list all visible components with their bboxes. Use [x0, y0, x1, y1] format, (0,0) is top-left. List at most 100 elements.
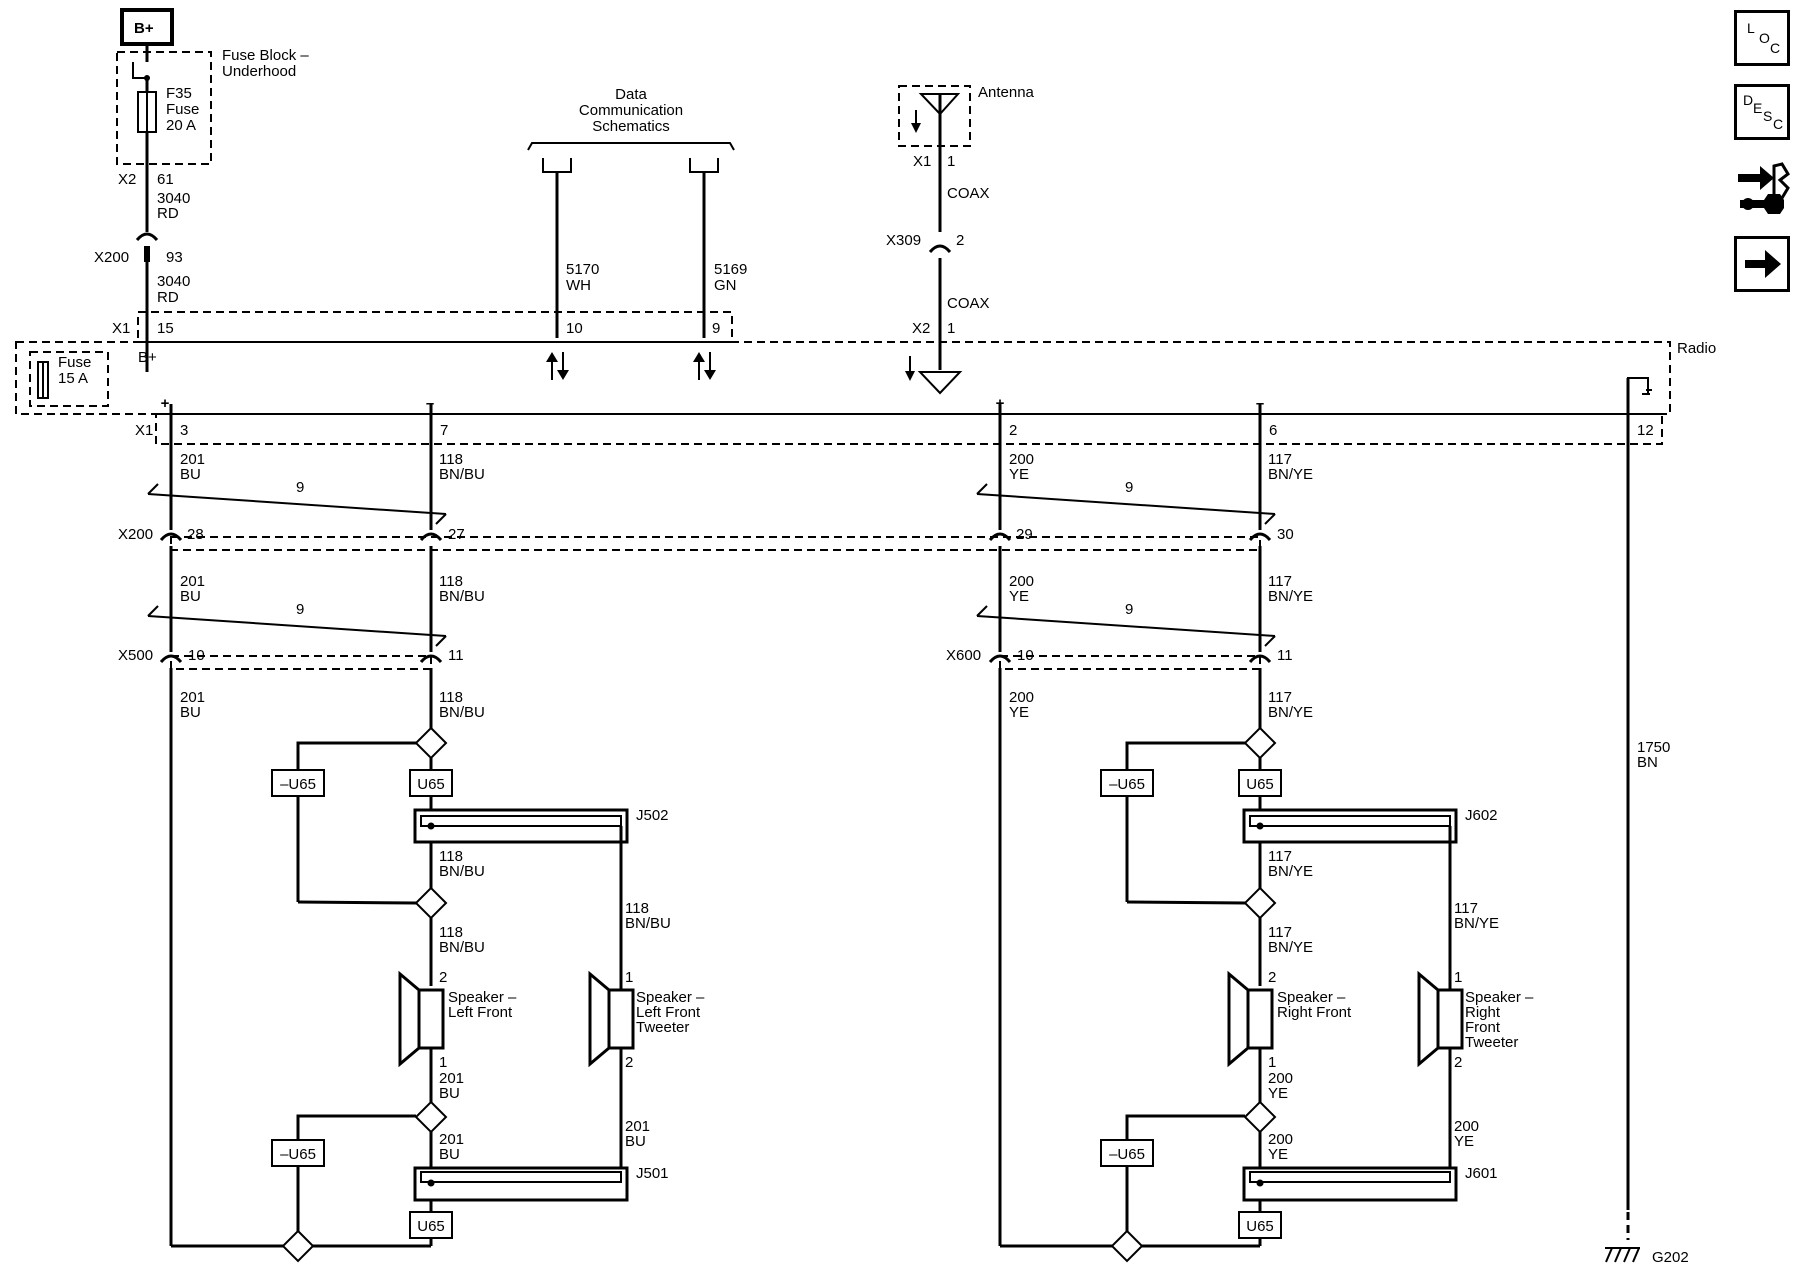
x309-label: X309	[886, 232, 921, 249]
right-pos-x1-pin: 2	[1009, 422, 1017, 439]
twisted-pair-icon	[976, 483, 1276, 525]
right-neg-circuit-5: 117	[1268, 924, 1292, 941]
right-pos-circuit-5: 200	[1268, 1131, 1293, 1148]
x1-pin-10: 10	[566, 320, 583, 337]
right-pos-circuit-4: 200	[1268, 1070, 1293, 1087]
fuse-block-label-2: Underhood	[222, 63, 296, 80]
desc-letter-1: D	[1743, 92, 1753, 108]
left-neg-circuit-3: 118	[439, 689, 463, 706]
left-splice-pack-top-inner	[420, 815, 622, 827]
left-neg-x200-pin: 27	[448, 526, 465, 543]
right-speaker-pin-bot: 1	[1268, 1054, 1276, 1071]
antenna-circuit: Antenna X1 1 COAX X309 2 COAX X2 1	[886, 84, 1035, 395]
left-tweeter-circuit-bot: 201	[625, 1118, 650, 1135]
fuse-f35-rating: 20 A	[166, 117, 196, 134]
left-option-2	[409, 1211, 453, 1239]
left-pos-splice-diamond-1	[414, 1100, 448, 1134]
x200-connector-box	[170, 536, 1261, 551]
circuit-5169-color: GN	[714, 277, 737, 294]
right-pos-color-2: YE	[1009, 588, 1029, 605]
ground-g202-label: G202	[1652, 1249, 1689, 1266]
left-speaker-name-1: Speaker –	[448, 989, 517, 1006]
left-neg-x500-pin: 11	[448, 647, 464, 664]
x500-connector-label: X500	[118, 647, 153, 664]
radio-x1-bottom-box	[155, 413, 1663, 445]
circuit-3040-b-color: RD	[157, 289, 179, 306]
right-plus-sign: +	[996, 395, 1005, 412]
left-twist-2: 9	[296, 601, 304, 618]
antenna-label: Antenna	[978, 84, 1035, 101]
left-plus-sign: +	[161, 395, 170, 412]
x500-connector-box	[170, 655, 432, 670]
right-splice-bot-label: J601	[1465, 1165, 1498, 1182]
left-splice-pack-bottom-inner	[420, 1171, 622, 1183]
right-twist-1: 9	[1125, 479, 1133, 496]
location-button[interactable]: L O C	[1734, 10, 1790, 66]
right-pos-splice-diamond-2	[1110, 1229, 1144, 1263]
radio-fuse-label: Fuse	[58, 354, 91, 371]
circuit-5169: 5169	[714, 261, 747, 278]
left-neg-splice-diamond-1	[414, 726, 448, 760]
left-pos-circuit-1: 201	[180, 451, 205, 468]
antenna-input-icon	[917, 371, 963, 395]
left-pos-color-3: BU	[180, 704, 201, 721]
right-neg-circuit-3: 117	[1268, 689, 1292, 706]
radio-ground-icon	[1627, 377, 1649, 394]
ground-circuit-color: BN	[1637, 754, 1658, 771]
right-pos-color-4: YE	[1268, 1085, 1288, 1102]
left-opt-1: U65	[417, 776, 445, 793]
data-comm-title-2: Communication	[579, 102, 683, 119]
x200-connector-label: X200	[118, 526, 153, 543]
loc-letter-2: O	[1759, 30, 1770, 46]
right-speaker-name-1: Speaker –	[1277, 989, 1346, 1006]
left-neg-color-3: BN/BU	[439, 704, 485, 721]
data-comm-title-1: Data	[615, 86, 647, 103]
connector-diagnostic-button[interactable]	[1734, 158, 1790, 222]
right-pos-x600-pin: 10	[1017, 647, 1034, 664]
right-splice-pack-top-inner	[1249, 815, 1451, 827]
left-splice-top-label: J502	[636, 807, 669, 824]
right-pos-circuit-3: 200	[1009, 689, 1034, 706]
x600-connector-label: X600	[946, 647, 981, 664]
right-minus-sign: –	[1256, 395, 1264, 412]
left-twist-1: 9	[296, 479, 304, 496]
right-opt-neg-2: –U65	[1109, 1146, 1145, 1163]
left-neg-color-5: BN/BU	[439, 939, 485, 956]
right-neg-color-4: BN/YE	[1268, 863, 1313, 880]
right-neg-splice-diamond-2	[1243, 886, 1277, 920]
description-button[interactable]: D E S C	[1734, 84, 1790, 140]
right-tweeter-name-4: Tweeter	[1465, 1034, 1518, 1051]
shared-connectors: X200 X500 X600	[118, 526, 1261, 664]
ground-circuit-number: 1750	[1637, 739, 1670, 756]
left-neg-color-2: BN/BU	[439, 588, 485, 605]
right-option-1	[1238, 769, 1282, 797]
right-neg-circuit-2: 117	[1268, 573, 1292, 590]
desc-letter-2: E	[1753, 100, 1762, 116]
radio-x1-label: X1	[135, 422, 153, 439]
antenna-x1-label: X1	[913, 153, 931, 170]
left-splice-bot-label: J501	[636, 1165, 669, 1182]
next-page-button[interactable]	[1734, 236, 1790, 292]
right-pos-splice-diamond-1	[1243, 1100, 1277, 1134]
fuse-f35-type: Fuse	[166, 101, 199, 118]
right-tweeter-name-2: Right	[1465, 1004, 1501, 1021]
left-neg-circuit-2: 118	[439, 573, 463, 590]
left-tweeter-name-1: Speaker –	[636, 989, 705, 1006]
radio-fuse-rating: 15 A	[58, 370, 88, 387]
right-neg-color-3: BN/YE	[1268, 704, 1313, 721]
right-speaker-pin-top: 2	[1268, 969, 1276, 986]
twisted-pair-icon	[147, 483, 447, 525]
left-pos-circuit-3: 201	[180, 689, 205, 706]
left-speaker-name-2: Left Front	[448, 1004, 513, 1021]
radio-x1-top-box	[137, 311, 733, 343]
twisted-pair-icon	[147, 605, 447, 647]
right-neg-x600-pin: 11	[1277, 647, 1293, 664]
right-opt-2: U65	[1246, 1218, 1274, 1235]
radio-bplus-label: B+	[138, 349, 157, 366]
right-tweeter-circuit-bot: 200	[1454, 1118, 1479, 1135]
x2-pin-61: 61	[157, 171, 174, 188]
right-tweeter-name-1: Speaker –	[1465, 989, 1534, 1006]
circuit-5170: 5170	[566, 261, 599, 278]
left-minus-sign: –	[426, 395, 434, 412]
left-tweeter-circuit-top: 118	[625, 900, 649, 917]
